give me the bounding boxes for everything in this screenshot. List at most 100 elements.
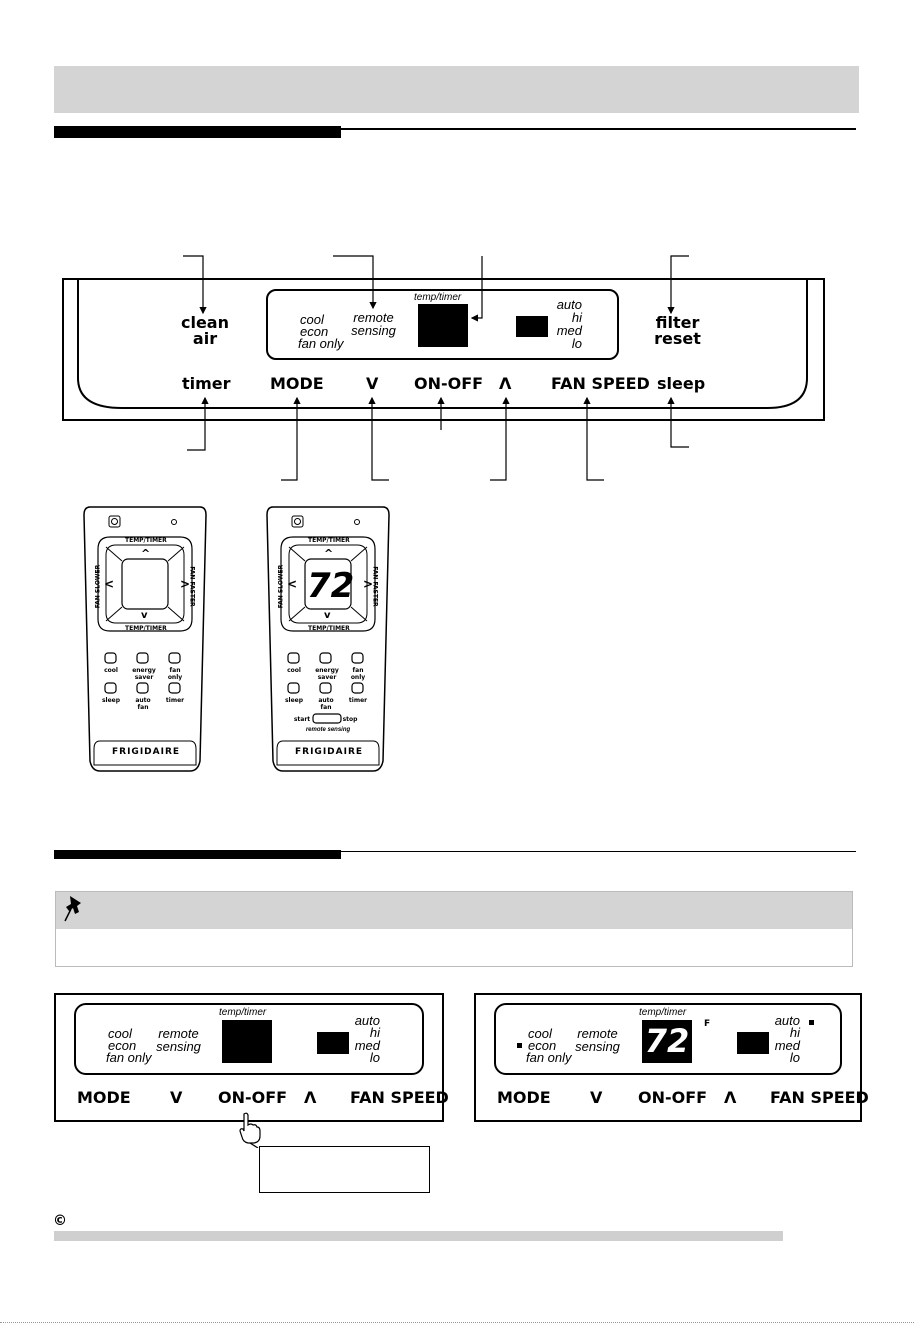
fan-hi-label: hi (571, 310, 582, 325)
remote2-left-arrow[interactable]: < (287, 577, 298, 591)
p2-fan-indicator (809, 1020, 814, 1025)
copyright-symbol: © (53, 1213, 67, 1229)
p2-down-button[interactable]: V (590, 1088, 603, 1107)
remote2-brand: FRIGIDAIRE (295, 747, 364, 757)
section-rule-thin-2 (341, 851, 856, 852)
filter-reset-label: filter reset (654, 313, 701, 348)
p1-remote-sensing: remote sensing (156, 1026, 201, 1054)
mode-econ-label: econ (300, 324, 329, 339)
p1-fan-hi: hi (369, 1025, 380, 1040)
p1-mode-fan-only: fan only (106, 1050, 152, 1065)
down-button[interactable]: V (366, 374, 379, 393)
mode-fan-only-label: fan only (298, 336, 344, 351)
remote2-remote-sensing-label: remote sensing (305, 727, 351, 733)
p1-down-button[interactable]: V (170, 1088, 183, 1107)
sleep-button[interactable]: sleep (657, 374, 706, 393)
p1-mode-cool: cool (108, 1026, 132, 1041)
p2-up-button[interactable]: Λ (724, 1088, 737, 1107)
note-box (55, 891, 853, 967)
p2-mode-econ: econ (528, 1038, 557, 1053)
p1-fan-lo: lo (369, 1050, 380, 1065)
state-panel-off (54, 993, 444, 1122)
remote1-key-fan-only[interactable]: fan only (167, 667, 183, 681)
section-rule-thick (54, 126, 341, 138)
mode-cool-label: cool (300, 312, 324, 327)
p1-fan-auto: auto (354, 1013, 380, 1028)
up-button[interactable]: Λ (499, 374, 512, 393)
remote1-temp-timer-top: TEMP/TIMER (125, 537, 167, 544)
remote-control-display (266, 506, 390, 772)
callout-box (259, 1146, 430, 1193)
remote1-key-auto-fan[interactable]: auto fan (135, 697, 151, 711)
remote1-temp-timer-bottom: TEMP/TIMER (125, 625, 167, 632)
p2-fan-speed-button[interactable]: FAN SPEED (770, 1088, 869, 1107)
pushpin-icon (64, 896, 81, 922)
p2-fan-auto: auto (774, 1013, 800, 1028)
p1-fan-med: med (354, 1038, 380, 1053)
clean-air-label: clean air (180, 313, 229, 348)
p2-temp-value: 72 (644, 1022, 690, 1060)
p2-temp-timer: temp/timer (639, 1007, 687, 1018)
p2-mode-cool: cool (528, 1026, 552, 1041)
p2-fan-hi: hi (789, 1025, 800, 1040)
state-panel-off-display (74, 1003, 424, 1075)
remote-sensing-label: remote sensing (351, 310, 396, 338)
remote1-key-cool[interactable]: cool (104, 667, 118, 674)
remote1-left-arrow[interactable]: < (104, 577, 115, 591)
bottom-dotted-rule (0, 1322, 914, 1323)
on-off-button[interactable]: ON-OFF (414, 374, 484, 393)
panel-display-box (266, 289, 619, 360)
callout-lines (183, 255, 689, 481)
fan-med-label: med (556, 323, 582, 338)
timer-button[interactable]: timer (182, 374, 231, 393)
mode-button[interactable]: MODE (270, 374, 324, 393)
p2-fan-display (737, 1032, 769, 1054)
p2-on-off-button[interactable]: ON-OFF (638, 1088, 708, 1107)
p1-up-button[interactable]: Λ (304, 1088, 317, 1107)
p1-mode-econ: econ (108, 1038, 137, 1053)
remote2-down-arrow[interactable]: v (324, 610, 331, 621)
p2-mode-button[interactable]: MODE (497, 1088, 551, 1107)
remote2-fan-slower: FAN SLOWER (277, 564, 285, 609)
fan-auto-label: auto (556, 297, 582, 312)
p1-fan-display (317, 1032, 349, 1054)
fan-display (516, 316, 548, 337)
p1-mode-button[interactable]: MODE (77, 1088, 131, 1107)
p2-fan-med: med (774, 1038, 800, 1053)
remote-control-blank (83, 506, 207, 772)
p1-temp-timer: temp/timer (219, 1007, 267, 1018)
remote2-right-arrow[interactable]: > (363, 577, 374, 591)
fan-speed-button[interactable]: FAN SPEED (551, 374, 650, 393)
remote2-up-arrow[interactable]: ^ (324, 547, 334, 560)
remote2-key-timer[interactable]: timer (348, 697, 368, 704)
p2-mode-indicator (517, 1043, 522, 1048)
p2-fan-lo: lo (789, 1050, 800, 1065)
section-rule-thick-2 (54, 850, 341, 859)
remote2-temp-timer-top: TEMP/TIMER (308, 537, 350, 544)
remote2-key-sleep[interactable]: sleep (284, 697, 304, 704)
control-panel-outline (62, 278, 825, 421)
remote2-temp-timer-bottom: TEMP/TIMER (308, 625, 350, 632)
state-panel-on (474, 993, 862, 1122)
remote2-key-fan-only[interactable]: fan only (350, 667, 366, 681)
temp-display (418, 304, 468, 347)
remote2-key-energy-saver[interactable]: energy saver (315, 667, 339, 681)
p1-fan-speed-button[interactable]: FAN SPEED (350, 1088, 449, 1107)
remote2-start-label: start (293, 716, 311, 723)
temp-timer-label: temp/timer (414, 292, 462, 303)
remote1-right-arrow[interactable]: > (180, 577, 191, 591)
remote1-up-arrow[interactable]: ^ (141, 547, 151, 560)
header-bar (54, 66, 859, 113)
p2-temp-display (642, 1020, 692, 1063)
remote2-key-cool[interactable]: cool (287, 667, 301, 674)
remote2-key-auto-fan[interactable]: auto fan (318, 697, 334, 711)
remote1-fan-faster: FAN FASTER (188, 566, 196, 607)
remote2-fan-faster: FAN FASTER (371, 566, 379, 607)
p2-remote-sensing: remote sensing (575, 1026, 620, 1054)
remote1-down-arrow[interactable]: v (141, 610, 148, 621)
remote1-key-sleep[interactable]: sleep (101, 697, 121, 704)
remote1-key-timer[interactable]: timer (165, 697, 185, 704)
remote2-display-value: 72 (307, 566, 355, 606)
remote1-key-energy-saver[interactable]: energy saver (132, 667, 156, 681)
p1-on-off-button[interactable]: ON-OFF (218, 1088, 288, 1107)
